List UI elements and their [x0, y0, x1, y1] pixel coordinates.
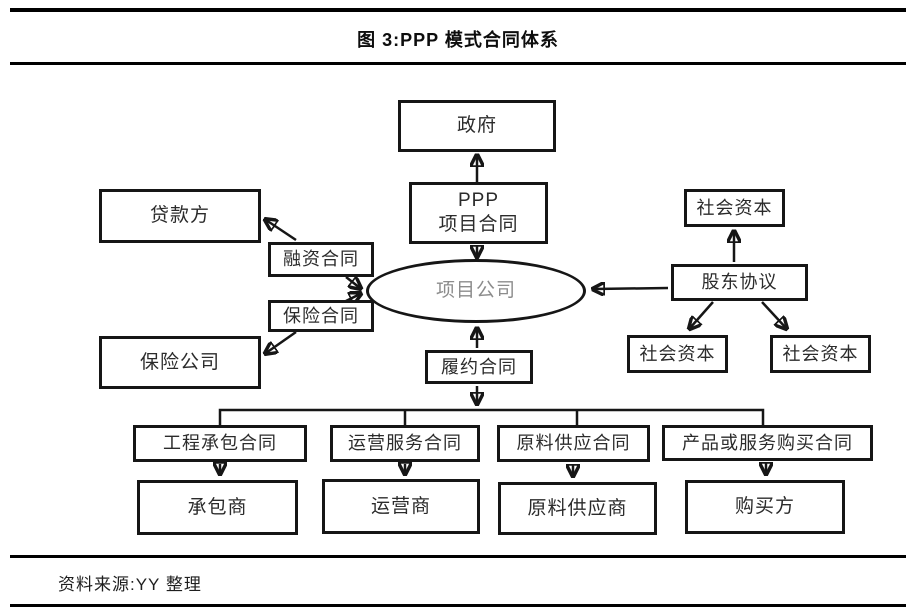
node-lender: 贷款方	[99, 189, 261, 243]
node-raw-material-supply-contract: 原料供应合同	[497, 425, 650, 462]
node-project-company: 项目公司	[366, 259, 586, 323]
node-financing-contract: 融资合同	[268, 242, 374, 277]
node-performance-contract: 履约合同	[425, 350, 533, 384]
arrow-insurance-contract-to-project-company	[345, 294, 360, 301]
node-insurance-company: 保险公司	[99, 336, 261, 389]
arrow-shareholder-agreement-to-social-capital-right	[761, 301, 786, 328]
node-epc-contract: 工程承包合同	[133, 425, 307, 462]
arrow-shareholder-agreement-to-social-capital-left	[690, 301, 714, 328]
node-raw-material-supplier: 原料供应商	[498, 482, 657, 535]
node-government: 政府	[398, 100, 556, 152]
node-social-capital-top: 社会资本	[684, 189, 785, 227]
node-contractor: 承包商	[137, 480, 298, 535]
node-product-service-purchase-contract: 产品或服务购买合同	[662, 425, 873, 461]
node-ppp-project-contract: PPP 项目合同	[409, 182, 548, 244]
node-social-capital-left: 社会资本	[627, 335, 728, 373]
figure-title: 图 3:PPP 模式合同体系	[357, 30, 559, 50]
node-social-capital-right: 社会资本	[770, 335, 871, 373]
source-caption: 资料来源:YY 整理	[58, 575, 202, 594]
branch-connector	[218, 408, 765, 427]
node-operation-service-contract: 运营服务合同	[330, 425, 480, 462]
arrow-financing-contract-to-project-company	[345, 277, 360, 288]
arrow-financing-contract-to-lender	[266, 220, 297, 242]
arrow-insurance-contract-to-insurance-company	[266, 330, 297, 353]
node-purchaser: 购买方	[685, 480, 845, 534]
node-operator: 运营商	[322, 479, 480, 534]
node-insurance-contract: 保险合同	[268, 300, 374, 332]
top-rule	[10, 8, 906, 12]
node-shareholder-agreement: 股东协议	[671, 264, 808, 301]
source-top-rule	[10, 555, 906, 558]
bottom-rule	[10, 604, 906, 607]
title-rule	[10, 62, 906, 65]
arrow-shareholder-agreement-to-project-company	[594, 288, 669, 289]
